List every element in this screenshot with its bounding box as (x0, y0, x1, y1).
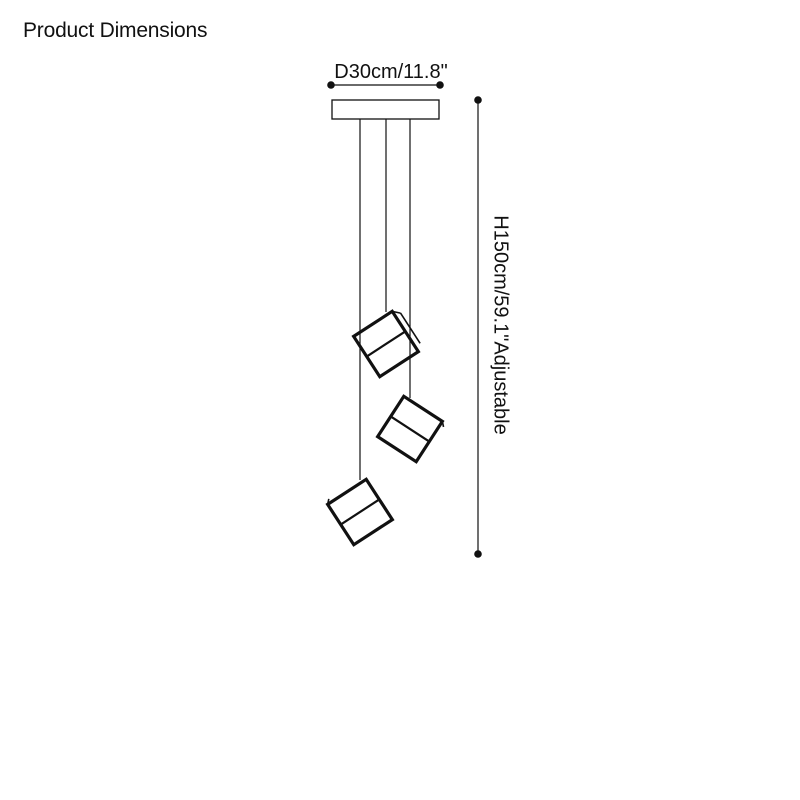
height-end-bottom (474, 550, 482, 558)
suspension-cables (359, 119, 411, 480)
cube-pendant-bottom (325, 477, 395, 547)
diameter-dimension: D30cm/11.8" (327, 61, 448, 89)
ceiling-canopy (331, 99, 440, 120)
cube-pendant-top (351, 309, 421, 379)
page-title: Product Dimensions (23, 19, 208, 42)
diameter-label: D30cm/11.8" (334, 61, 447, 83)
diameter-end-right (436, 81, 444, 89)
height-end-top (474, 96, 482, 104)
height-label: H150cm/59.1"Adjustable (490, 215, 512, 434)
cube-pendant-middle (375, 394, 445, 464)
height-dimension: H150cm/59.1"Adjustable (474, 96, 512, 558)
diameter-end-left (327, 81, 335, 89)
